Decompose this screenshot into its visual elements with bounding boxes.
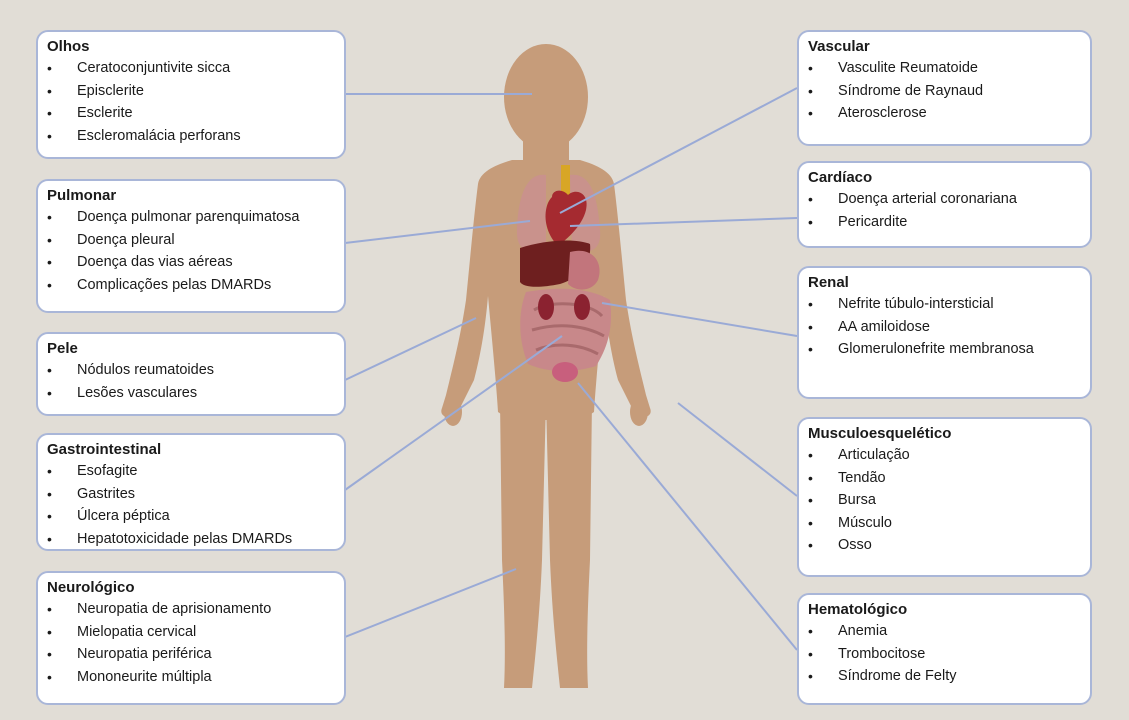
box-list-item: Nódulos reumatoides bbox=[47, 359, 334, 382]
box-item-list: Nódulos reumatoidesLesões vasculares bbox=[47, 359, 334, 404]
cardiaco-box: CardíacoDoença arterial coronarianaPeric… bbox=[797, 161, 1092, 248]
box-list-item: Articulação bbox=[808, 444, 1080, 467]
box-list-item: Neuropatia periférica bbox=[47, 643, 334, 666]
box-title: Olhos bbox=[47, 38, 334, 55]
box-list-item: Gastrites bbox=[47, 483, 334, 506]
box-item-list: Doença pulmonar parenquimatosaDoença ple… bbox=[47, 206, 334, 296]
box-title: Pele bbox=[47, 340, 334, 357]
box-list-item: Mononeurite múltipla bbox=[47, 666, 334, 689]
pulmonar-box: PulmonarDoença pulmonar parenquimatosaDo… bbox=[36, 179, 346, 313]
connector-neuro bbox=[345, 569, 516, 637]
box-list-item: Úlcera péptica bbox=[47, 505, 334, 528]
box-list-item: AA amiloidose bbox=[808, 316, 1080, 339]
box-list-item: Lesões vasculares bbox=[47, 382, 334, 405]
box-item-list: Doença arterial coronarianaPericardite bbox=[808, 188, 1080, 233]
box-list-item: Tendão bbox=[808, 467, 1080, 490]
box-item-list: Vasculite ReumatoideSíndrome de RaynaudA… bbox=[808, 57, 1080, 125]
olhos-box: OlhosCeratoconjuntivite siccaEpisclerite… bbox=[36, 30, 346, 159]
box-item-list: ArticulaçãoTendãoBursaMúsculoOsso bbox=[808, 444, 1080, 557]
box-list-item: Síndrome de Felty bbox=[808, 665, 1080, 688]
vascular-box: VascularVasculite ReumatoideSíndrome de … bbox=[797, 30, 1092, 146]
bladder bbox=[552, 362, 578, 382]
box-list-item: Episclerite bbox=[47, 80, 334, 103]
kidney-left bbox=[538, 294, 554, 320]
musculoesqueletico-box: MusculoesqueléticoArticulaçãoTendãoBursa… bbox=[797, 417, 1092, 577]
box-list-item: Esclerite bbox=[47, 102, 334, 125]
box-item-list: AnemiaTrombocitoseSíndrome de Felty bbox=[808, 620, 1080, 688]
box-list-item: Doença pulmonar parenquimatosa bbox=[47, 206, 334, 229]
connector-musculo bbox=[678, 403, 797, 496]
box-list-item: Doença pleural bbox=[47, 229, 334, 252]
box-title: Renal bbox=[808, 274, 1080, 291]
box-item-list: Nefrite túbulo-intersticialAA amiloidose… bbox=[808, 293, 1080, 361]
box-title: Hematológico bbox=[808, 601, 1080, 618]
box-list-item: Bursa bbox=[808, 489, 1080, 512]
box-list-item: Hepatotoxicidade pelas DMARDs bbox=[47, 528, 334, 551]
box-list-item: Neuropatia de aprisionamento bbox=[47, 598, 334, 621]
box-title: Pulmonar bbox=[47, 187, 334, 204]
box-list-item: Trombocitose bbox=[808, 643, 1080, 666]
box-title: Musculoesquelético bbox=[808, 425, 1080, 442]
box-item-list: Neuropatia de aprisionamentoMielopatia c… bbox=[47, 598, 334, 688]
box-list-item: Esofagite bbox=[47, 460, 334, 483]
box-list-item: Anemia bbox=[808, 620, 1080, 643]
pele-box: PeleNódulos reumatoidesLesões vasculares bbox=[36, 332, 346, 416]
renal-box: RenalNefrite túbulo-intersticialAA amilo… bbox=[797, 266, 1092, 399]
box-list-item: Ceratoconjuntivite sicca bbox=[47, 57, 334, 80]
connector-vascular bbox=[560, 88, 797, 213]
box-list-item: Osso bbox=[808, 534, 1080, 557]
box-list-item: Doença arterial coronariana bbox=[808, 188, 1080, 211]
box-list-item: Aterosclerose bbox=[808, 102, 1080, 125]
kidney-right bbox=[574, 294, 590, 320]
connector-hemato bbox=[578, 383, 797, 650]
box-list-item: Doença das vias aéreas bbox=[47, 251, 334, 274]
box-item-list: Ceratoconjuntivite siccaEpiscleriteEscle… bbox=[47, 57, 334, 147]
box-list-item: Síndrome de Raynaud bbox=[808, 80, 1080, 103]
box-title: Cardíaco bbox=[808, 169, 1080, 186]
gastrointestinal-box: GastrointestinalEsofagiteGastritesÚlcera… bbox=[36, 433, 346, 551]
hematologico-box: HematológicoAnemiaTrombocitoseSíndrome d… bbox=[797, 593, 1092, 705]
box-list-item: Glomerulonefrite membranosa bbox=[808, 338, 1080, 361]
box-list-item: Vasculite Reumatoide bbox=[808, 57, 1080, 80]
box-list-item: Nefrite túbulo-intersticial bbox=[808, 293, 1080, 316]
box-title: Vascular bbox=[808, 38, 1080, 55]
box-title: Gastrointestinal bbox=[47, 441, 334, 458]
box-item-list: EsofagiteGastritesÚlcera pépticaHepatoto… bbox=[47, 460, 334, 550]
box-list-item: Músculo bbox=[808, 512, 1080, 535]
box-title: Neurológico bbox=[47, 579, 334, 596]
box-list-item: Pericardite bbox=[808, 211, 1080, 234]
box-list-item: Mielopatia cervical bbox=[47, 621, 334, 644]
neurologico-box: NeurológicoNeuropatia de aprisionamentoM… bbox=[36, 571, 346, 705]
box-list-item: Complicações pelas DMARDs bbox=[47, 274, 334, 297]
box-list-item: Escleromalácia perforans bbox=[47, 125, 334, 148]
